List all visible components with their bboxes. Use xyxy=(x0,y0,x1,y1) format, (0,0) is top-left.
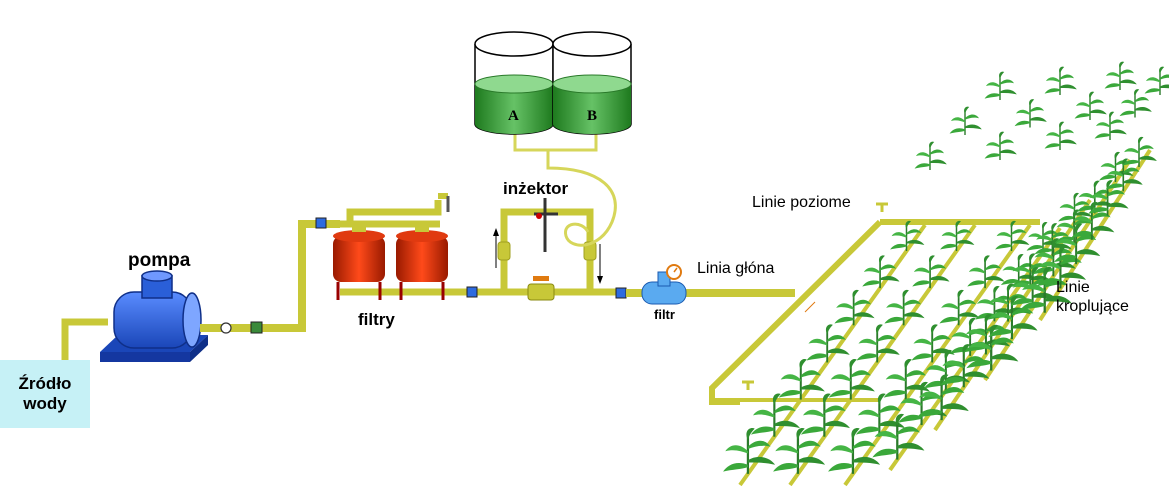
plant-icon xyxy=(1013,98,1048,129)
water-source-label: Źródło wody xyxy=(18,374,72,413)
plant-icon xyxy=(910,323,956,364)
tank-a xyxy=(474,31,554,135)
injector-device xyxy=(534,198,558,252)
plant-icon xyxy=(882,357,931,401)
drip-lines-label: Linie kroplujące xyxy=(1056,279,1129,315)
tank-b-label: B xyxy=(587,108,598,124)
plant-icon xyxy=(948,105,983,136)
plant-icon xyxy=(721,426,777,475)
pump xyxy=(100,270,208,362)
plant-icon xyxy=(1118,88,1153,119)
main-line-label: Linia głóna xyxy=(697,260,775,277)
valve-icon xyxy=(466,286,478,298)
plant-icon xyxy=(1143,65,1169,96)
chemical-tube xyxy=(546,150,617,247)
disc-filter xyxy=(641,264,687,305)
plant-icon xyxy=(1073,90,1108,121)
tank-b xyxy=(552,31,632,135)
chemical-tube xyxy=(513,128,598,152)
plant-icon xyxy=(1103,60,1138,91)
plant-icon xyxy=(1121,136,1158,168)
pump-outlet-pipe xyxy=(200,220,340,332)
source-pipe xyxy=(61,318,108,360)
plant-icon xyxy=(1043,120,1078,151)
plant-icon xyxy=(1043,65,1078,96)
plant-icon xyxy=(913,140,948,171)
filters-label: filtry xyxy=(358,310,395,329)
pump-label: pompa xyxy=(128,250,191,271)
plant-icon xyxy=(1104,157,1144,193)
plant-icon xyxy=(777,357,826,401)
plant-icon xyxy=(826,426,882,475)
plant-icon xyxy=(1093,110,1128,141)
valve-icon xyxy=(615,287,627,299)
gauge-icon xyxy=(220,322,232,334)
tank-a-label: A xyxy=(508,108,519,124)
valve-icon xyxy=(250,321,263,334)
valve-icon xyxy=(315,217,327,229)
injector-loop xyxy=(500,208,620,296)
filter-tank-1 xyxy=(333,222,385,300)
water-source-box: Źródło wody xyxy=(0,360,90,428)
plant-icon xyxy=(983,130,1018,161)
plant-icon xyxy=(1098,151,1135,183)
plant-icon xyxy=(805,323,851,364)
plant-icon xyxy=(771,426,827,475)
plant-icon xyxy=(983,70,1018,101)
plant-icon xyxy=(827,357,876,401)
filter-tank-2 xyxy=(396,222,448,300)
filter-label: filtr xyxy=(654,307,675,322)
plant-icon xyxy=(855,323,901,364)
horizontal-lines-label: Linie poziome xyxy=(752,194,851,211)
injector-label: inżektor xyxy=(503,179,569,198)
